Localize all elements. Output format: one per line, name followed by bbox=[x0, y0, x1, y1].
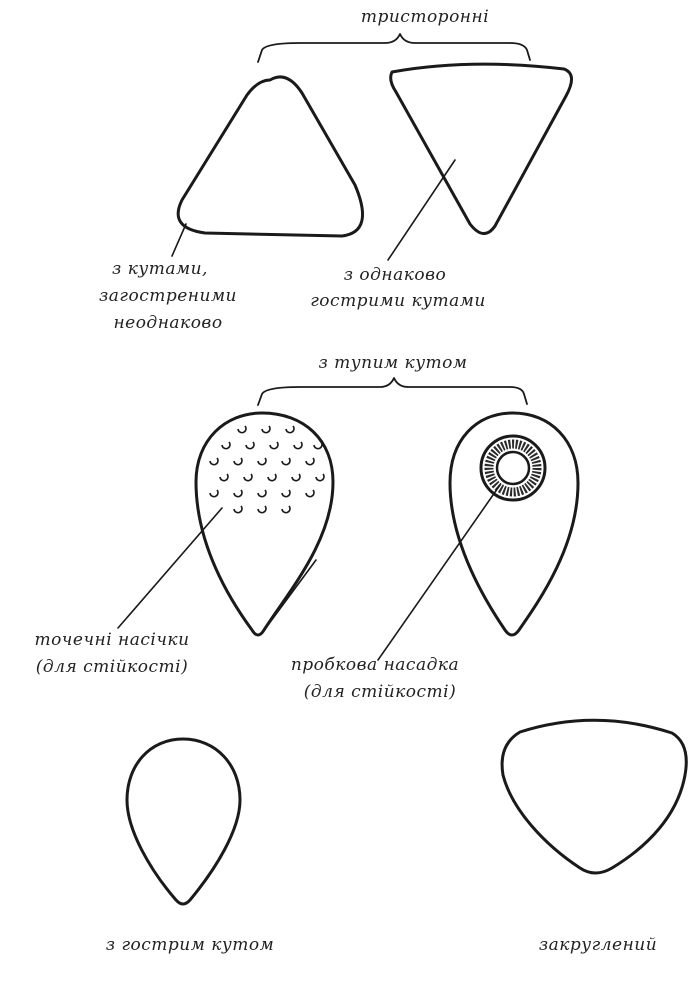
grip-dot bbox=[314, 442, 322, 449]
grip-dot bbox=[282, 458, 290, 465]
grip-dots bbox=[210, 426, 324, 513]
grip-dot bbox=[282, 490, 290, 497]
grip-dot bbox=[268, 474, 276, 481]
grip-dot bbox=[262, 426, 270, 433]
pick-triangle-equal bbox=[391, 64, 572, 233]
label-unequal-1: з кутами, bbox=[112, 259, 208, 279]
brace-three-sided bbox=[258, 34, 530, 62]
grip-dot bbox=[258, 458, 266, 465]
leader-dots-2 bbox=[268, 560, 316, 625]
label-rounded: закруглений bbox=[539, 935, 657, 955]
grip-dot bbox=[246, 442, 254, 449]
label-cork-2: (для стійкості) bbox=[304, 682, 457, 702]
label-dots-2: (для стійкості) bbox=[36, 657, 189, 677]
pick-sharp-angle bbox=[127, 739, 240, 904]
label-blunt: з тупим кутом bbox=[318, 353, 467, 373]
grip-dot bbox=[222, 442, 230, 449]
grip-dot bbox=[294, 442, 302, 449]
grip-dot bbox=[220, 474, 228, 481]
grip-dot bbox=[316, 474, 324, 481]
leader-unequal bbox=[172, 224, 186, 256]
label-equal-1: з однаково bbox=[344, 265, 447, 285]
grip-dot bbox=[234, 506, 242, 513]
label-unequal-2: загостреними bbox=[99, 286, 237, 306]
grip-dot bbox=[270, 442, 278, 449]
grip-dot bbox=[258, 506, 266, 513]
label-three-sided: тристоронні bbox=[361, 7, 489, 27]
grip-dot bbox=[210, 458, 218, 465]
grip-dot bbox=[234, 458, 242, 465]
leader-dots-1 bbox=[118, 508, 222, 628]
leader-cork bbox=[378, 485, 500, 660]
pick-dotted-grip bbox=[196, 413, 333, 635]
label-sharp: з гострим кутом bbox=[106, 935, 274, 955]
label-equal-2: гострими кутами bbox=[310, 291, 486, 311]
grip-dot bbox=[306, 458, 314, 465]
grip-dot bbox=[258, 490, 266, 497]
label-dots-1: точечні насічки bbox=[34, 630, 189, 650]
label-unequal-3: неоднаково bbox=[113, 313, 222, 333]
pick-triangle-unequal bbox=[178, 77, 362, 236]
cork-pad-inner bbox=[497, 452, 529, 484]
grip-dot bbox=[292, 474, 300, 481]
grip-dot bbox=[238, 426, 246, 433]
label-cork-1: пробкова насадка bbox=[291, 655, 459, 675]
leader-equal bbox=[388, 160, 455, 260]
grip-dot bbox=[306, 490, 314, 497]
pick-rounded bbox=[502, 720, 686, 873]
grip-dot bbox=[234, 490, 242, 497]
grip-dot bbox=[210, 490, 218, 497]
grip-dot bbox=[286, 426, 294, 433]
brace-blunt bbox=[258, 378, 527, 405]
grip-dot bbox=[282, 506, 290, 513]
grip-dot bbox=[244, 474, 252, 481]
